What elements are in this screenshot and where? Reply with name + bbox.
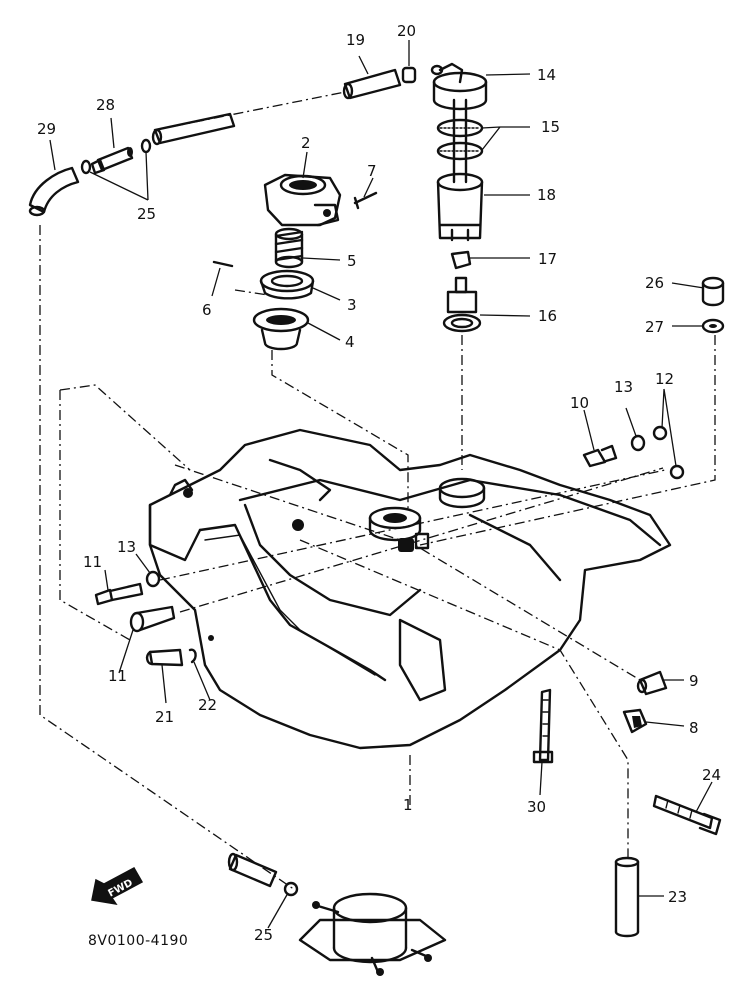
- strap-24: [652, 794, 722, 836]
- cap-8: [622, 708, 648, 734]
- callout-4: 4: [345, 333, 355, 351]
- forward-arrow: FWD: [91, 866, 144, 906]
- callout-5: 5: [347, 252, 357, 270]
- cap-bushing: [259, 269, 315, 300]
- callout-7: 7: [367, 162, 377, 180]
- hose-21: [145, 648, 184, 667]
- strap-30: [532, 688, 554, 764]
- pump-body-18: [436, 172, 484, 242]
- leader-lines: [49, 40, 713, 929]
- callout-13b: 13: [614, 378, 633, 396]
- callout-13a: 13: [117, 538, 136, 556]
- filler-cap: [263, 173, 342, 227]
- pin-6: [212, 260, 234, 268]
- callout-labels: 1 2 3 4 5 6 7 8 9 10 11 11 12 13 13 14 1…: [37, 22, 721, 944]
- callout-19: 19: [346, 31, 365, 49]
- grommet-26: [701, 276, 725, 307]
- pin-7: [353, 191, 378, 210]
- fitting-9: [636, 670, 668, 696]
- lower-hose: [227, 852, 278, 888]
- callout-21: 21: [155, 708, 174, 726]
- callout-29: 29: [37, 120, 56, 138]
- callout-9: 9: [689, 672, 699, 690]
- check-valve-28: [90, 146, 134, 175]
- callout-1: 1: [403, 796, 413, 814]
- callout-14: 14: [537, 66, 556, 84]
- callout-10: 10: [570, 394, 589, 412]
- fuel-tank: [148, 428, 672, 750]
- callout-11b: 11: [108, 667, 127, 685]
- callout-3: 3: [347, 296, 357, 314]
- washers-13: [145, 434, 646, 588]
- callout-25a: 25: [137, 205, 156, 223]
- reference-lines: [39, 91, 716, 891]
- callout-12: 12: [655, 370, 674, 388]
- pump-cap-14: [430, 62, 488, 111]
- clip-25-bottom: [283, 881, 299, 897]
- clamp-20: [401, 66, 417, 84]
- fuel-filter: [298, 892, 447, 976]
- pump-washers-15: [436, 98, 484, 184]
- vent-hose: [151, 112, 236, 146]
- callout-11a: 11: [83, 553, 102, 571]
- callout-18: 18: [537, 186, 556, 204]
- callout-15: 15: [541, 118, 560, 136]
- callout-30: 30: [527, 798, 546, 816]
- diagram-code: 8V0100-4190: [88, 933, 188, 949]
- callout-8: 8: [689, 719, 699, 737]
- callout-16: 16: [538, 307, 557, 325]
- cap-gasket: [252, 307, 310, 351]
- pump-clip-17: [450, 250, 472, 270]
- callout-6: 6: [202, 301, 212, 319]
- callout-27: 27: [645, 318, 664, 336]
- callout-24: 24: [702, 766, 721, 784]
- pipe-23: [614, 856, 640, 938]
- callout-26: 26: [645, 274, 664, 292]
- bracket-10: [582, 444, 618, 468]
- callout-25b: 25: [254, 926, 273, 944]
- fuel-pump-16: [442, 276, 482, 333]
- elbow-hose-29: [28, 166, 80, 217]
- callout-17: 17: [538, 250, 557, 268]
- callout-22: 22: [198, 696, 217, 714]
- washer-27: [701, 318, 725, 334]
- callout-28: 28: [96, 96, 115, 114]
- hose-19: [342, 68, 402, 100]
- grommets-12: [652, 425, 685, 480]
- clip-22: [188, 648, 197, 664]
- callout-20: 20: [397, 22, 416, 40]
- callout-2: 2: [301, 134, 311, 152]
- cap-spring: [274, 227, 304, 269]
- bolts-11: [94, 582, 176, 633]
- callout-23: 23: [668, 888, 687, 906]
